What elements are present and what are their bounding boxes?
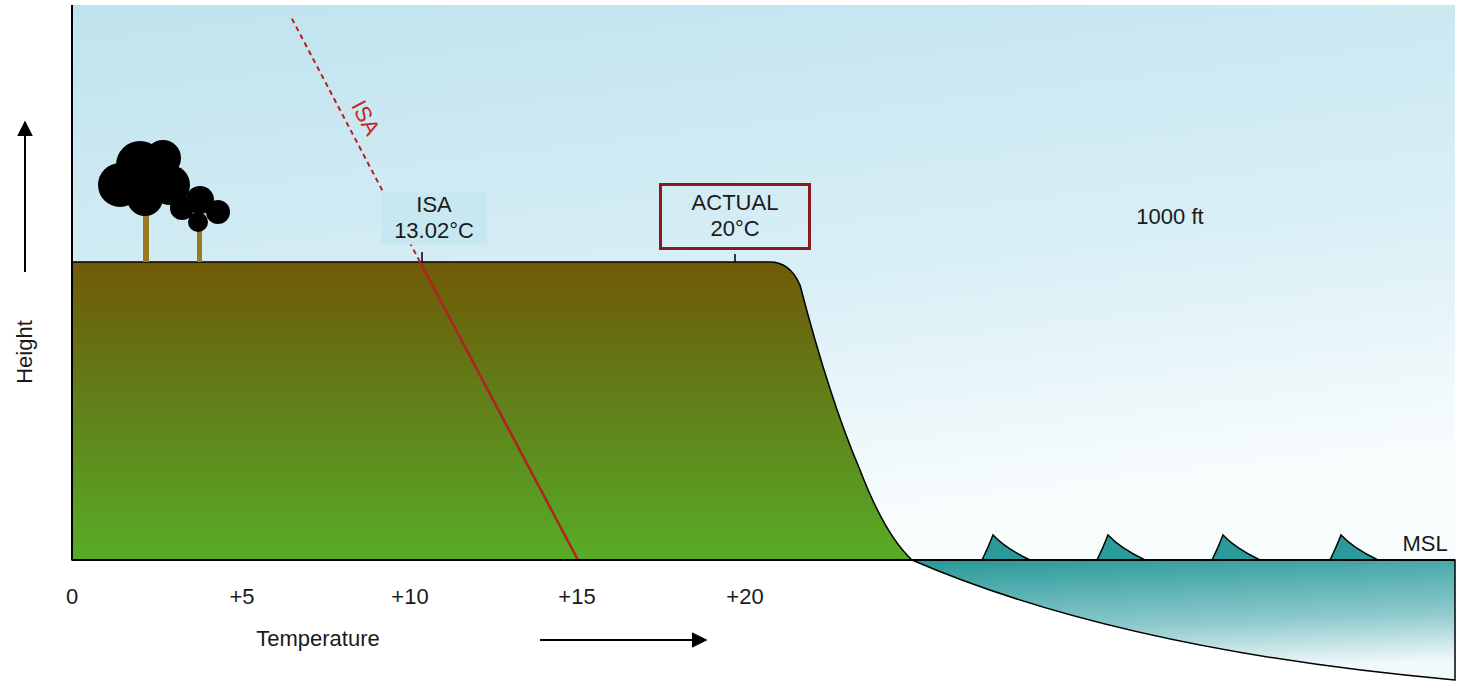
value-text: ACTUAL 20°C — [680, 190, 790, 243]
value-box: ACTUAL 20°C — [659, 183, 811, 250]
msl-line — [912, 559, 1455, 561]
x-axis — [72, 559, 912, 561]
tick-label: +10 — [391, 584, 428, 610]
axis-title: Temperature — [256, 626, 380, 652]
axis-title: Height — [12, 320, 38, 384]
tick-label: +5 — [229, 584, 254, 610]
tick-label: 0 — [66, 584, 78, 610]
tick-label: +15 — [558, 584, 595, 610]
isa-temperature-label: ISA 13.02°C — [381, 192, 487, 245]
tick-label: +20 — [726, 584, 763, 610]
temperature-arrow — [540, 639, 706, 641]
height-arrow — [24, 122, 26, 272]
y-axis — [71, 5, 73, 560]
sea-level-label: MSL — [1402, 531, 1447, 557]
tick — [421, 252, 423, 262]
waves — [982, 535, 1378, 560]
trees — [98, 140, 230, 262]
land — [72, 262, 912, 560]
tick — [734, 254, 736, 262]
isa-lapse-line — [420, 262, 578, 560]
sea — [912, 560, 1455, 680]
sky — [72, 5, 1455, 560]
height-label: 1000 ft — [1136, 204, 1203, 230]
